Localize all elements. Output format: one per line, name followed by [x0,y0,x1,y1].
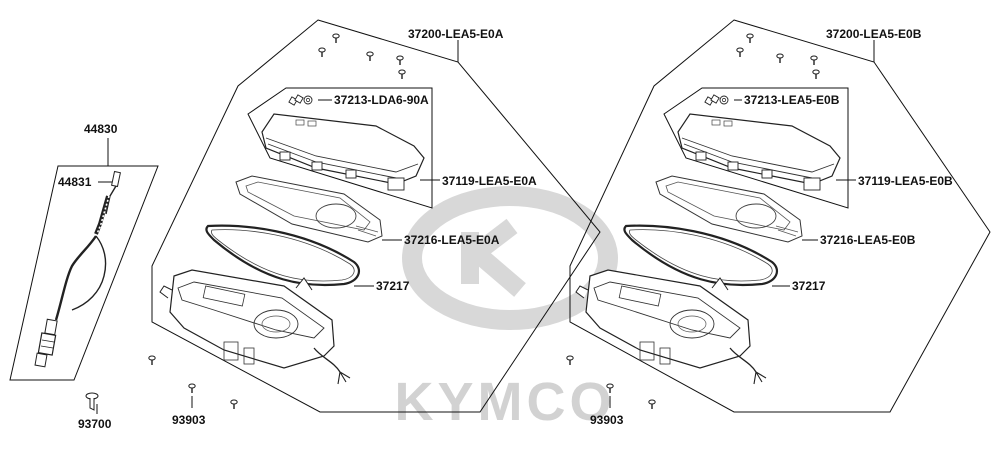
screw-bottom-left-1 [148,355,156,366]
screw-top-left-4 [396,55,404,66]
label-44831: 44831 [58,175,92,189]
label-37213-LEA5-E0B: 37213-LEA5-E0B [744,93,840,107]
screw-top-right-2 [736,47,744,58]
screw-top-left-1 [332,33,340,44]
screw-top-left-3 [366,51,374,62]
screw-top-left-2 [318,47,326,58]
screw-set-right [704,94,729,106]
screw-top-right-4 [810,55,818,66]
screw-bottom-right-1 [566,355,574,366]
cable-assembly: 44830 44831 93700 [9,122,159,431]
screw-top-right-3 [776,53,784,64]
screw-bottom-left-3 [230,399,238,410]
label-37200-LEA5-E0A: 37200-LEA5-E0A [408,27,504,41]
label-37217-right: 37217 [792,279,826,293]
screw-bottom-right-3 [648,399,656,410]
screw-set-left [288,94,313,106]
label-93903-left: 93903 [172,413,206,427]
screw-93700 [85,392,99,411]
inner-cover-frame-left [247,87,433,209]
meter-cover-right [677,113,841,191]
label-37119-LEA5-E0B: 37119-LEA5-E0B [858,174,953,188]
label-44830: 44830 [84,122,118,136]
screw-bottom-left-2 [188,383,196,394]
screw-top-right-5 [812,69,820,80]
cable-assembly-frame [9,165,159,381]
meter-body-left [159,269,351,385]
label-93903-right: 93903 [590,413,624,427]
meter-gasket-right [623,224,779,287]
label-37119-LEA5-E0A: 37119-LEA5-E0A [442,174,537,188]
speedometer-cable [34,170,121,368]
label-37200-LEA5-E0B: 37200-LEA5-E0B [826,27,922,41]
meter-left-frame [151,19,601,413]
meter-cover-left [261,113,425,191]
meter-assembly-left: 37200-LEA5-E0A 37213-LDA6-90A 37119-LEA5… [148,19,601,427]
meter-assembly-right: 37200-LEA5-E0B 37213-LEA5-E0B 37119-LEA5… [566,19,991,427]
inner-cover-frame-right [663,87,849,209]
label-37217-left: 37217 [376,279,410,293]
label-37216-LEA5-E0A: 37216-LEA5-E0A [404,233,500,247]
kymco-watermark-logo [402,186,618,330]
kymco-watermark-text: KYMCO [395,372,616,432]
label-37213-LDA6-90A: 37213-LDA6-90A [334,93,429,107]
label-37216-LEA5-E0B: 37216-LEA5-E0B [820,233,916,247]
meter-right-frame [569,19,991,413]
screw-top-right-1 [746,33,754,44]
screw-top-left-5 [398,69,406,80]
label-93700: 93700 [78,417,112,431]
meter-body-right [575,269,767,385]
